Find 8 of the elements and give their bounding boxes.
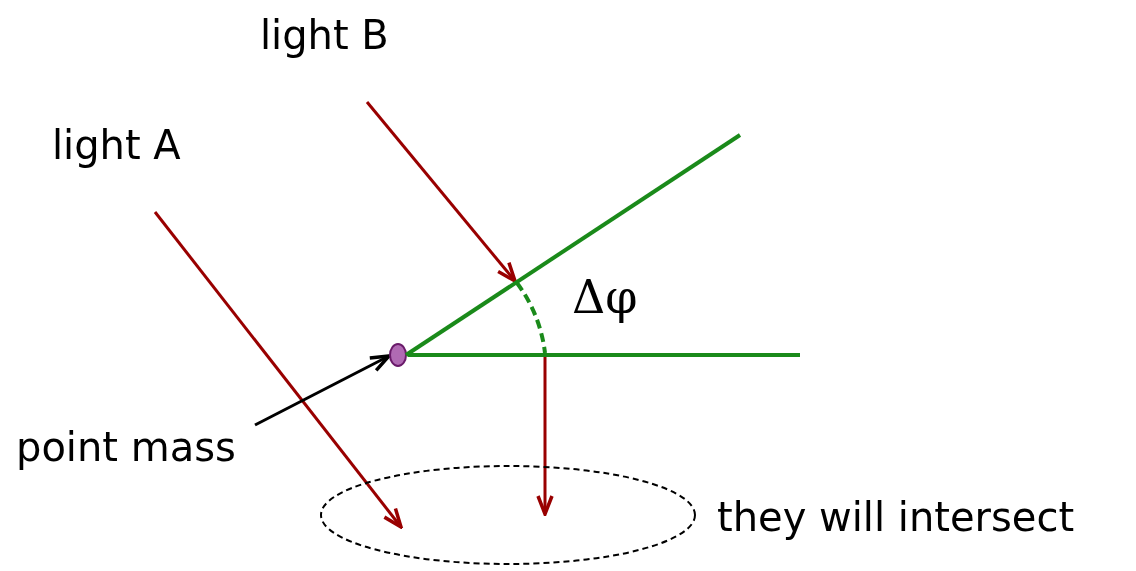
callout-text: point mass: [16, 424, 236, 470]
caption-text: they will intersect: [717, 494, 1075, 540]
ray-label: light A: [52, 122, 181, 168]
leader-arrow: [254, 354, 391, 427]
light-ray-arrow: [536, 356, 554, 516]
light-ray-arrow: [153, 211, 403, 529]
ray-label: light B: [260, 12, 389, 58]
light-ray-arrow: [365, 101, 517, 283]
